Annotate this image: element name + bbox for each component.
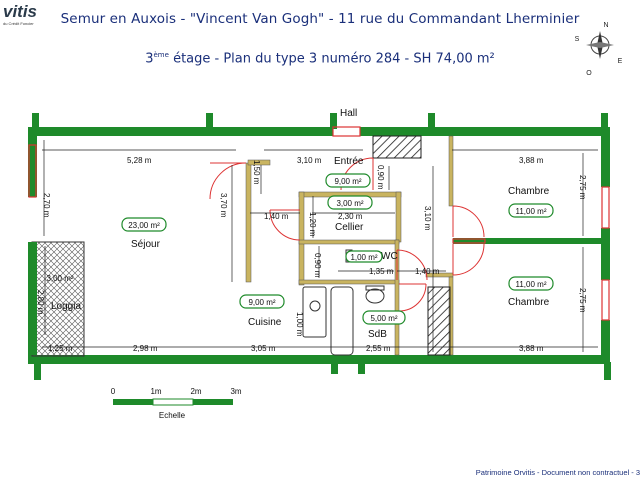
room-sejour: Séjour — [131, 239, 161, 250]
area-sejour: 23,00 m² — [128, 221, 160, 230]
dim-230: 2,30 m — [338, 212, 363, 221]
plan-title-address: Semur en Auxois - "Vincent Van Gogh" - 1… — [60, 11, 580, 27]
dim-280: 2,80 m — [36, 290, 45, 315]
dim-310-top: 3,10 m — [297, 156, 322, 165]
area-cellier: 3,00 m² — [336, 199, 363, 208]
compass-north: N — [603, 22, 608, 29]
dim-275-a: 2,75 m — [578, 175, 587, 200]
room-hall: Hall — [340, 108, 357, 119]
dim-100: 1,00 m — [295, 312, 304, 337]
dim-135: 1,35 m — [369, 267, 394, 276]
scale-label-1: 1m — [150, 387, 161, 396]
dim-388-bottom: 3,88 m — [519, 344, 544, 353]
area-chambre-2: 11,00 m² — [516, 280, 547, 289]
dim-310-side: 3,10 m — [423, 206, 432, 231]
room-entree: Entrée — [334, 156, 364, 167]
area-wc: 1,00 m² — [350, 253, 377, 262]
scale-label-2: 2m — [190, 387, 201, 396]
area-chambre-1: 11,00 m² — [516, 207, 547, 216]
brand-logo: vitis — [3, 2, 38, 21]
dim-090-b: 0,90 m — [313, 253, 322, 278]
floor-number: 3 — [145, 51, 154, 67]
loggia-area — [28, 241, 85, 357]
dim-370: 3,70 m — [219, 193, 228, 218]
area-cuisine: 9,00 m² — [248, 298, 275, 307]
door-swings — [209, 157, 485, 312]
dim-120: 1,20 m — [308, 212, 317, 237]
dim-140-b: 1,40 m — [415, 267, 440, 276]
area-loggia: 3,00 m² — [46, 274, 73, 283]
dim-150: 1,50 m — [252, 160, 261, 185]
compass-rose-icon: N E S O — [575, 22, 623, 77]
room-wc: WC — [381, 251, 398, 262]
dim-388-top: 3,88 m — [519, 156, 544, 165]
dim-125: 1,25 m — [48, 344, 73, 353]
dim-275-b: 2,75 m — [578, 288, 587, 313]
compass-west: O — [586, 70, 592, 77]
area-boxes — [121, 173, 554, 325]
windows — [28, 126, 610, 321]
dim-270: 2,70 m — [42, 193, 51, 218]
area-values: 9,00 m² 23,00 m² 3,00 m² 1,00 m² 3,00 m²… — [46, 177, 546, 323]
room-chambre-2: Chambre — [508, 297, 550, 308]
interior-walls — [245, 135, 454, 356]
dimension-labels: 5,28 m 3,10 m 3,88 m 2,70 m 3,70 m 1,50 … — [36, 156, 587, 353]
dimension-lines — [42, 140, 598, 352]
room-cellier: Cellier — [335, 222, 364, 233]
dim-528: 5,28 m — [127, 156, 152, 165]
plan-title-unit: 3ème étage - Plan du type 3 numéro 284 -… — [0, 51, 640, 66]
structural-columns — [372, 135, 451, 356]
area-entree: 9,00 m² — [334, 177, 361, 186]
dim-305: 3,05 m — [251, 344, 276, 353]
room-loggia: Loggia — [51, 301, 81, 312]
scale-caption: Echelle — [159, 411, 186, 420]
footer-note: Patrimoine Orvitis - Document non contra… — [475, 468, 640, 477]
area-sdb: 5,00 m² — [370, 314, 397, 323]
dim-090-a: 0,90 m — [376, 165, 385, 190]
room-labels: Hall Entrée Séjour Cellier WC Loggia Cui… — [51, 108, 550, 340]
exterior-walls — [28, 113, 611, 380]
unit-description: étage - Plan du type 3 numéro 284 - SH 7… — [168, 51, 495, 67]
room-cuisine: Cuisine — [248, 317, 282, 328]
floor-suffix: ème — [153, 51, 169, 59]
compass-south: S — [575, 36, 580, 43]
dim-140-a: 1,40 m — [264, 212, 289, 221]
compass-east: E — [618, 58, 623, 65]
dim-255: 2,55 m — [366, 344, 391, 353]
room-sdb: SdB — [368, 329, 387, 340]
scale-bar: 0 1m 2m 3m Echelle — [111, 387, 242, 420]
scale-label-3: 3m — [230, 387, 241, 396]
scale-label-0: 0 — [111, 387, 116, 396]
brand-logo-subtitle: du Crédit Foncier — [3, 21, 34, 26]
room-chambre-1: Chambre — [508, 186, 550, 197]
dim-298: 2,98 m — [133, 344, 158, 353]
